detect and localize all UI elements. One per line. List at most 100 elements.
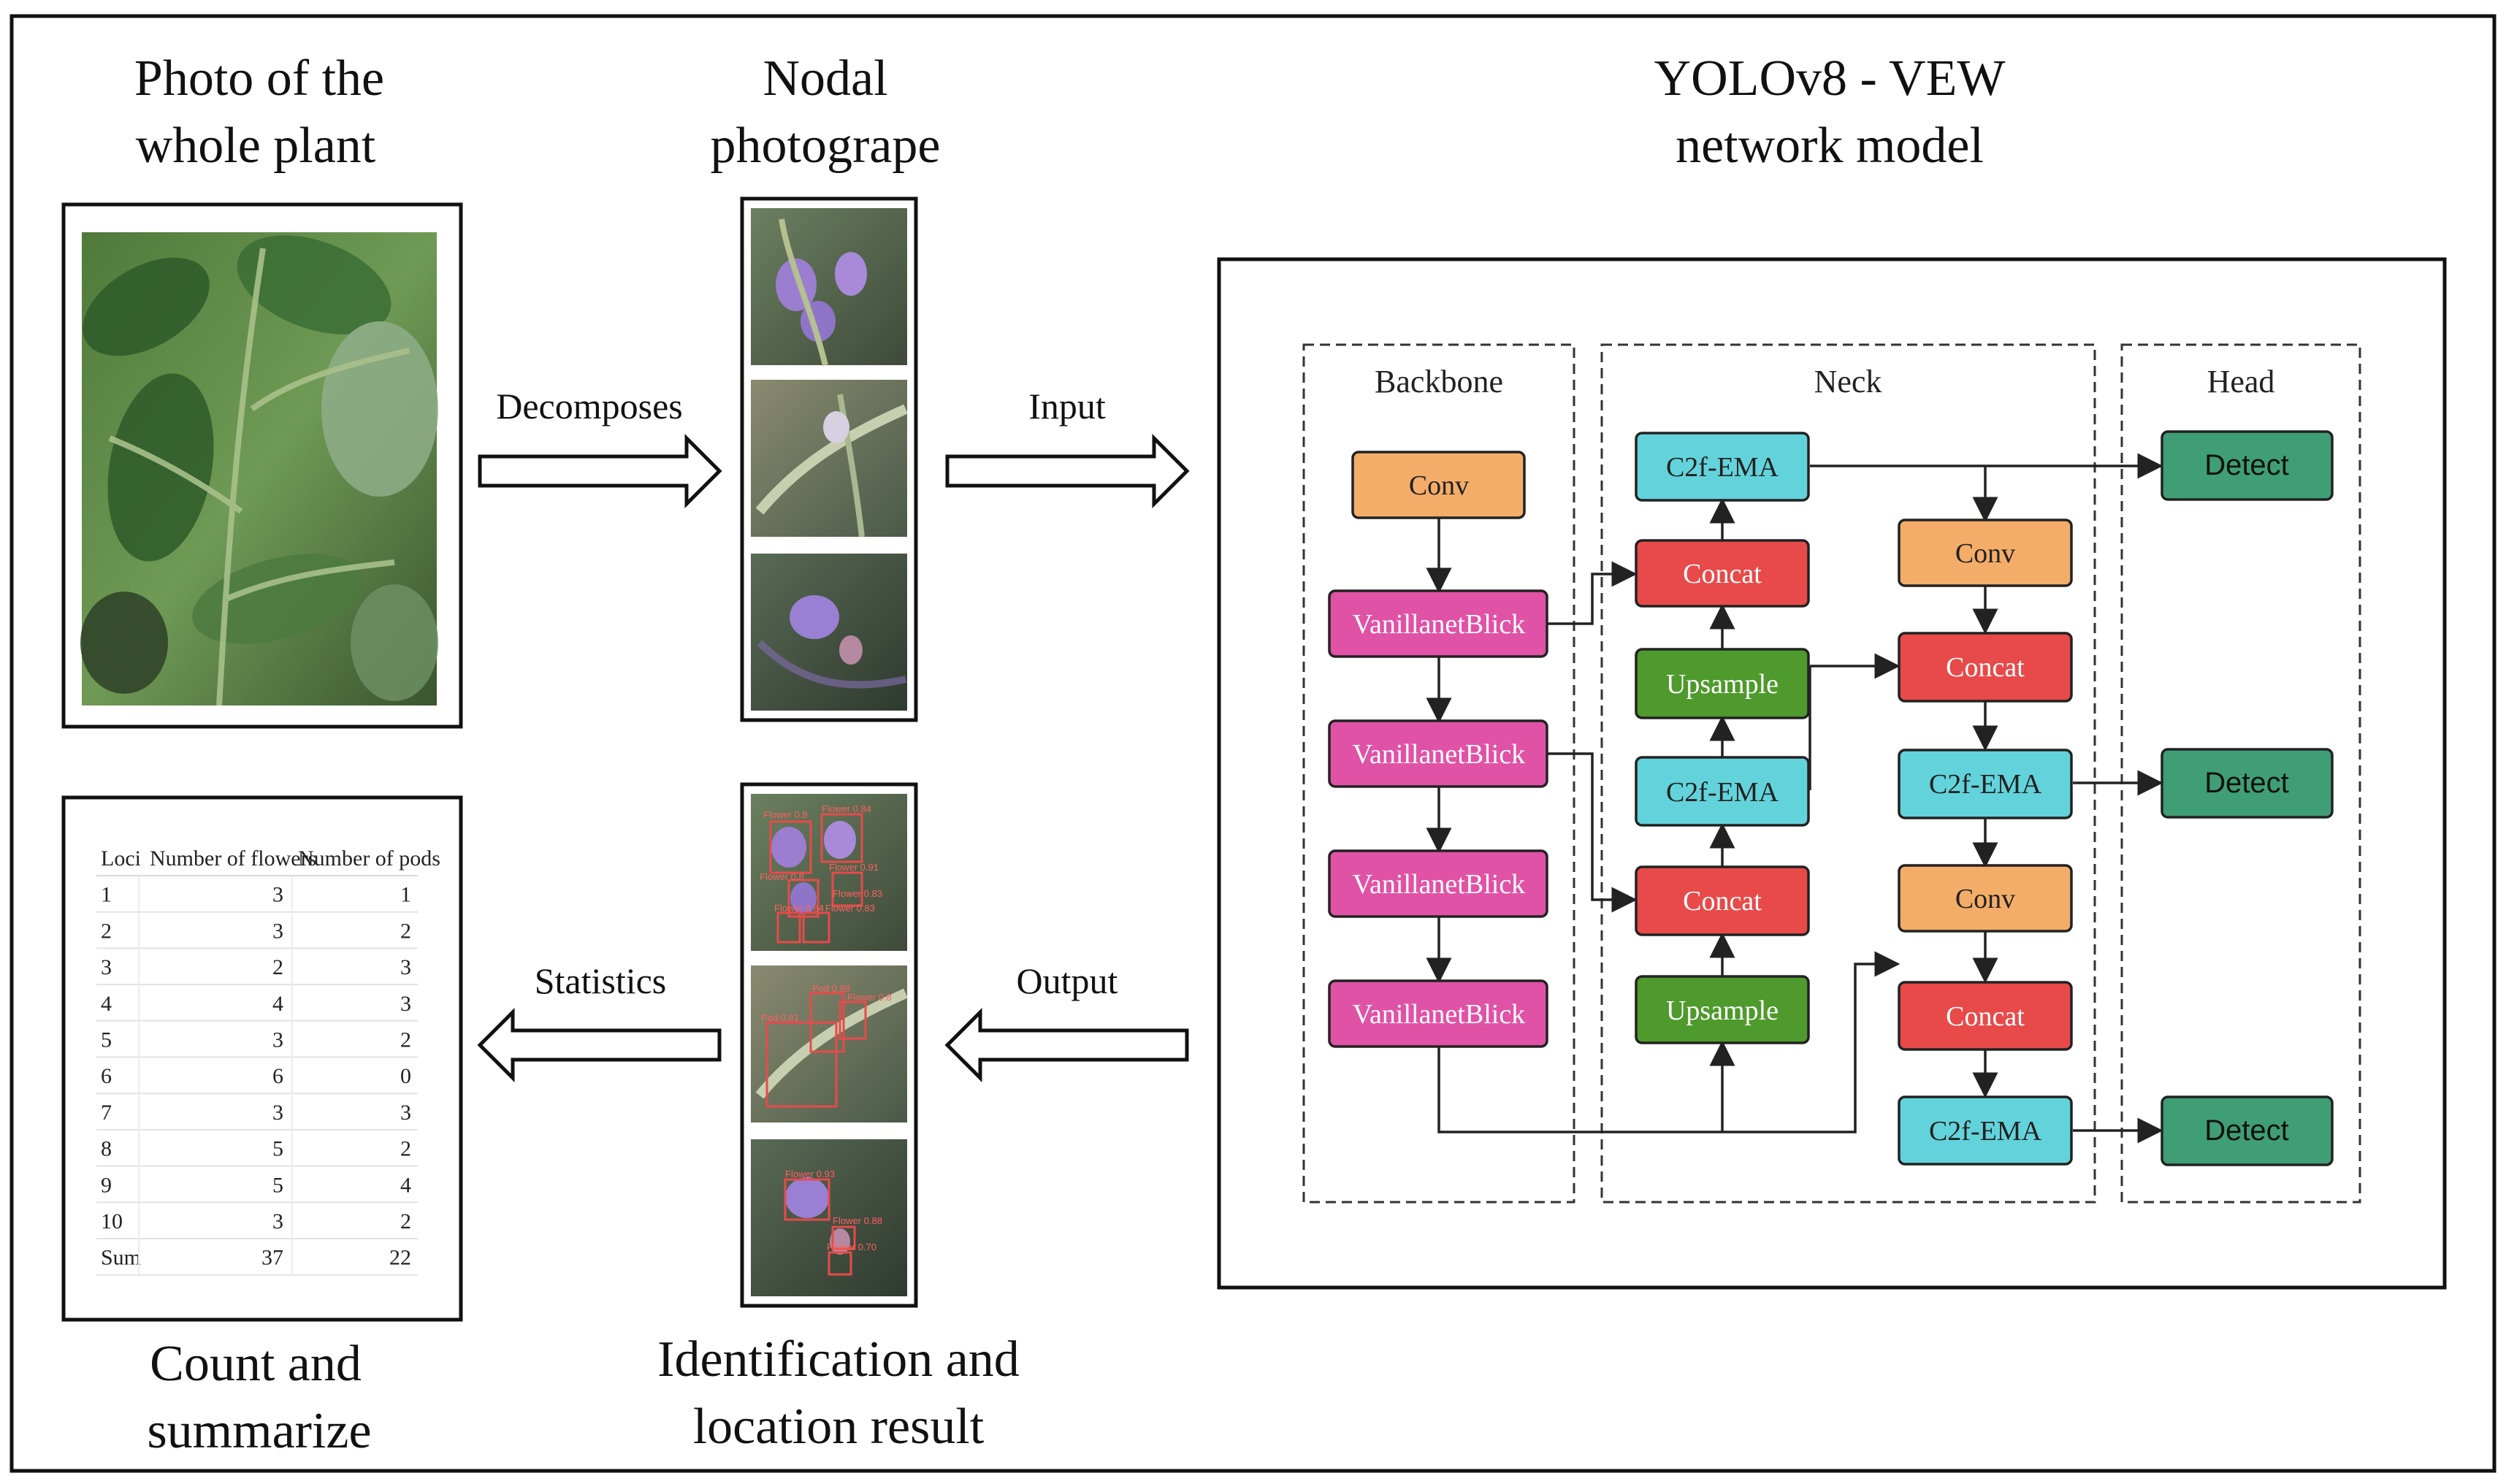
table-cell: 6 <box>101 1064 112 1088</box>
block-label: Upsample <box>1666 995 1779 1026</box>
detect-block-2: Detect <box>2161 748 2334 819</box>
block-label: VanillanetBlick <box>1353 869 1525 900</box>
block-label: VanillanetBlick <box>1353 999 1525 1030</box>
table-header-cell: Number of pods <box>298 846 440 871</box>
table-cell: 3 <box>272 1028 283 1052</box>
table-header-cell: Number of flowers <box>150 846 316 871</box>
nodal-photo-strip <box>740 196 918 722</box>
neck-section <box>1600 343 2096 1204</box>
table-cell: 2 <box>400 1028 411 1052</box>
decomposes-arrow <box>478 433 722 509</box>
block-label: Conv <box>1409 470 1469 501</box>
bbox <box>765 1021 838 1108</box>
detection-label: Flower 0.8 <box>760 871 804 882</box>
statistics-label: Statistics <box>535 960 667 1001</box>
block-label: Detect <box>2204 1114 2289 1147</box>
detection-label: Flower 0.84 <box>774 903 824 914</box>
c2f-ema-block-right-mid: C2f-EMA <box>1898 749 2073 819</box>
network-model-panel: Backbone Neck Head <box>1217 257 2447 1290</box>
table-cell: 2 <box>272 955 283 979</box>
block-label: Conv <box>1955 538 2015 569</box>
table-cell: 5 <box>272 1137 283 1161</box>
block-label: VanillanetBlick <box>1353 609 1525 640</box>
detection-label: Flower 0.8 <box>763 809 808 820</box>
backbone-label: Backbone <box>1375 364 1503 399</box>
table-cell: 3 <box>101 955 112 979</box>
bbox <box>831 871 863 907</box>
upsample-block-top: Upsample <box>1635 648 1810 719</box>
table-cell: 1 <box>101 883 112 907</box>
table-cell: 0 <box>400 1064 411 1088</box>
table-cell: 3 <box>272 1209 283 1234</box>
bbox <box>769 820 812 874</box>
table-cell: 10 <box>101 1209 123 1234</box>
concat-block-left-top: Concat <box>1635 539 1810 608</box>
title-count-line2: summarize <box>147 1403 371 1459</box>
vanillanet-block-3: VanillanetBlick <box>1328 849 1548 918</box>
table-cell: 7 <box>101 1101 112 1125</box>
detection-photo-1: Flower 0.8 Flower 0.84 Flower 0.8 Flower… <box>751 794 907 951</box>
detection-photo-2: Pod 0.88 Flower 0.8 Pod 0.91 <box>751 965 908 1122</box>
table-cell: 4 <box>101 992 112 1016</box>
table-cell: 2 <box>400 919 411 943</box>
bbox <box>820 813 863 863</box>
detection-label: Pod 0.88 <box>812 983 850 994</box>
c2f-ema-block-top: C2f-EMA <box>1635 432 1810 502</box>
input-label: Input <box>1028 386 1106 427</box>
block-label: VanillanetBlick <box>1353 739 1525 770</box>
concat-block-right-bottom: Concat <box>1898 981 2073 1051</box>
table-cell: 3 <box>400 1101 411 1125</box>
detection-label: Flower 0.83 <box>833 888 882 899</box>
table-header-cell: Loci <box>101 846 141 871</box>
title-identification-line2: location result <box>693 1399 985 1455</box>
table-cell: Sum <box>101 1246 141 1270</box>
detect-block-1: Detect <box>2161 430 2334 501</box>
detection-label: Flower 0.83 <box>825 903 875 914</box>
block-label: Concat <box>1683 559 1762 589</box>
table-cell: 9 <box>101 1173 112 1197</box>
neck-label: Neck <box>1814 364 1882 399</box>
title-photo-line2: whole plant <box>136 118 376 174</box>
connections <box>1426 453 2163 1144</box>
table-cell: 3 <box>272 1101 283 1125</box>
vanillanet-block-1: VanillanetBlick <box>1328 589 1548 658</box>
bbox <box>776 911 801 944</box>
output-arrow <box>944 1007 1189 1083</box>
title-nodal-line2: photogrape <box>711 118 941 174</box>
detection-label: Flower 0.8 <box>847 992 892 1003</box>
concat-block-right-top: Concat <box>1898 632 2073 703</box>
title-photo-line1: Photo of the <box>134 50 384 107</box>
head-label: Head <box>2207 364 2275 399</box>
block-label: C2f-EMA <box>1929 769 2042 800</box>
block-label: Concat <box>1946 1001 2025 1032</box>
detection-label: Flower 0.70 <box>827 1242 876 1252</box>
table-cell: 6 <box>272 1064 283 1088</box>
detection-label: Flower 0.88 <box>833 1215 882 1226</box>
detection-label: Pod 0.91 <box>761 1012 799 1023</box>
bbox <box>828 1251 852 1276</box>
bbox <box>802 911 830 944</box>
table-cell: 37 <box>261 1246 283 1270</box>
table-cell: 5 <box>272 1173 283 1197</box>
statistics-arrow <box>477 1007 722 1083</box>
c2f-ema-block-mid: C2f-EMA <box>1635 756 1810 827</box>
vanillanet-block-2: VanillanetBlick <box>1328 719 1548 788</box>
block-label: Conv <box>1955 884 2015 914</box>
block-label: C2f-EMA <box>1666 452 1779 483</box>
conv-block-backbone: Conv <box>1351 451 1526 519</box>
c2f-ema-block-bottom: C2f-EMA <box>1898 1095 2073 1166</box>
decomposes-label: Decomposes <box>496 386 683 427</box>
table-cell: 3 <box>400 955 411 979</box>
table-cell: 4 <box>272 992 283 1016</box>
outer-frame <box>9 14 2497 1473</box>
output-label: Output <box>1017 960 1118 1001</box>
table-cell: 8 <box>101 1137 112 1161</box>
table-cell: 1 <box>400 883 411 907</box>
table-cell: 3 <box>272 919 283 943</box>
table-cell: 2 <box>101 919 112 943</box>
table-cell: 2 <box>400 1137 411 1161</box>
detection-photo-strip: Flower 0.8 Flower 0.84 Flower 0.8 Flower… <box>740 782 918 1308</box>
